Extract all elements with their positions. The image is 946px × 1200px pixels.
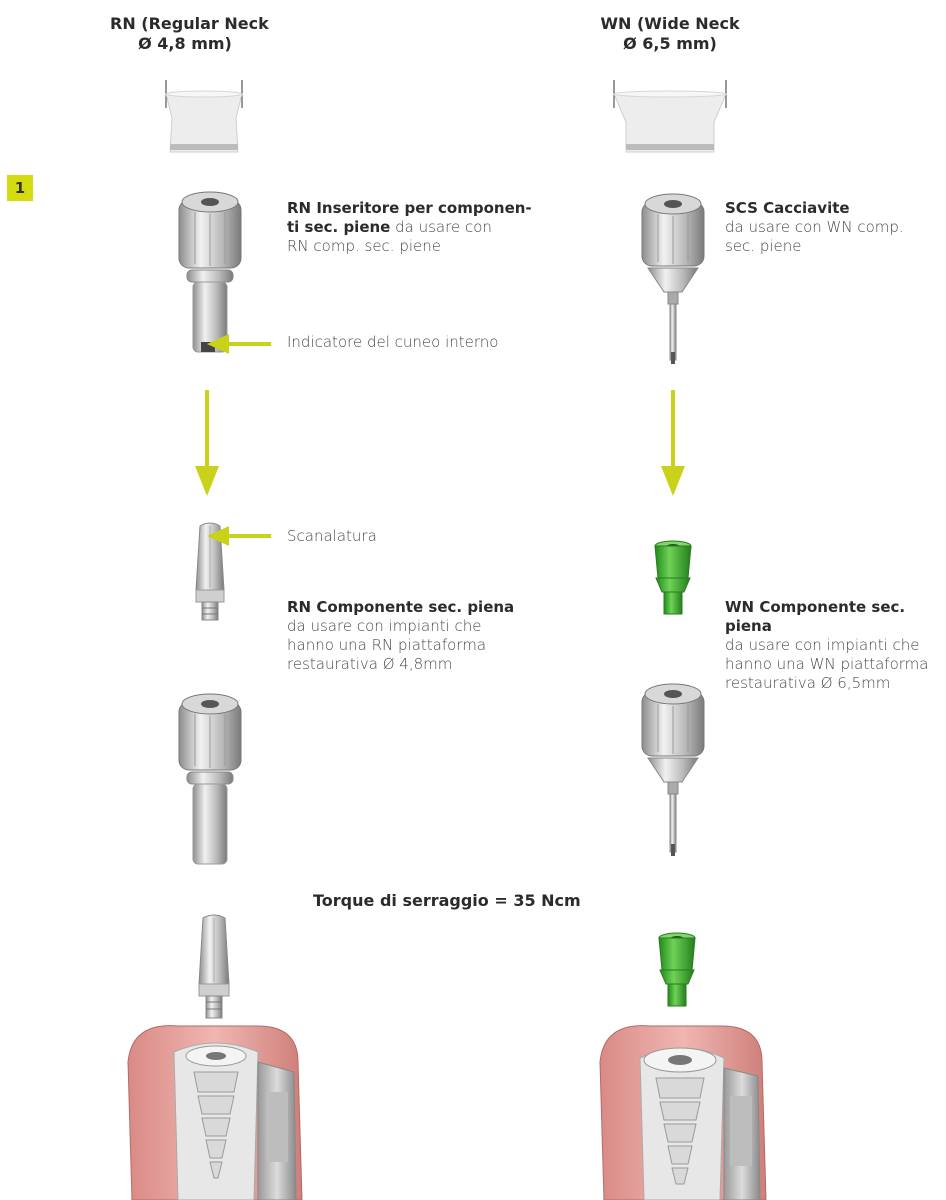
rn-component-desc3: restaurativa Ø 4,8mm (287, 655, 452, 673)
wn-component-desc1: da usare con impianti che (725, 636, 920, 654)
rn-component-desc2: hanno una RN piattaforma (287, 636, 486, 654)
groove-label: Scanalatura (287, 527, 377, 546)
wn-component-description: WN Componente sec. piena da usare con im… (725, 598, 945, 693)
rn-inserter-assembly-image (175, 692, 245, 872)
wn-heading-line2: Ø 6,5 mm) (595, 34, 745, 54)
rn-inserter-desc-line3: RN comp. sec. piene (287, 237, 441, 255)
scs-screwdriver-title: SCS Cacciavite (725, 199, 850, 217)
rn-component-desc1: da usare con impianti che (287, 617, 482, 635)
rn-heading: RN (Regular Neck Ø 4,8 mm) (110, 14, 260, 54)
wn-screwdriver-assembly-image (638, 682, 708, 862)
wn-component-title-cont: piena (725, 617, 772, 635)
torque-label: Torque di serraggio = 35 Ncm (313, 891, 581, 911)
left-down-arrow (194, 390, 220, 498)
indicator-label: Indicatore del cuneo interno (287, 333, 498, 352)
rn-inserter-desc-tail: da usare con (390, 218, 492, 236)
wn-implant-model-image (590, 1022, 770, 1200)
wn-heading: WN (Wide Neck Ø 6,5 mm) (595, 14, 745, 54)
wn-heading-line1: WN (Wide Neck (595, 14, 745, 34)
scs-screwdriver-image (638, 192, 708, 372)
wn-abutment-image (648, 538, 698, 618)
rn-heading-line1: RN (Regular Neck (110, 14, 260, 34)
rn-abutment-assembly-image (192, 912, 236, 1022)
scs-screwdriver-description: SCS Cacciavite da usare con WN comp. sec… (725, 199, 925, 256)
wn-neck-image (610, 78, 730, 156)
indicator-pointer-arrow (205, 332, 275, 356)
wn-component-desc2: hanno una WN piattaforma (725, 655, 928, 673)
rn-heading-line2: Ø 4,8 mm) (110, 34, 260, 54)
groove-pointer-arrow (205, 524, 275, 548)
scs-screwdriver-desc2: sec. piene (725, 237, 801, 255)
wn-component-title: WN Componente sec. (725, 598, 905, 616)
right-down-arrow (660, 390, 686, 498)
rn-inserter-title-cont: ti sec. piene (287, 218, 390, 236)
wn-abutment-assembly-image (652, 930, 702, 1010)
rn-inserter-description: RN Inseritore per componen- ti sec. pien… (287, 199, 547, 256)
rn-component-description: RN Componente sec. piena da usare con im… (287, 598, 547, 674)
rn-neck-image (160, 78, 250, 156)
rn-inserter-title: RN Inseritore per componen- (287, 199, 532, 217)
scs-screwdriver-desc1: da usare con WN comp. (725, 218, 904, 236)
step-number-badge: 1 (7, 175, 33, 201)
wn-component-desc3: restaurativa Ø 6,5mm (725, 674, 890, 692)
rn-implant-model-image (118, 1022, 308, 1200)
rn-component-title: RN Componente sec. piena (287, 598, 514, 616)
